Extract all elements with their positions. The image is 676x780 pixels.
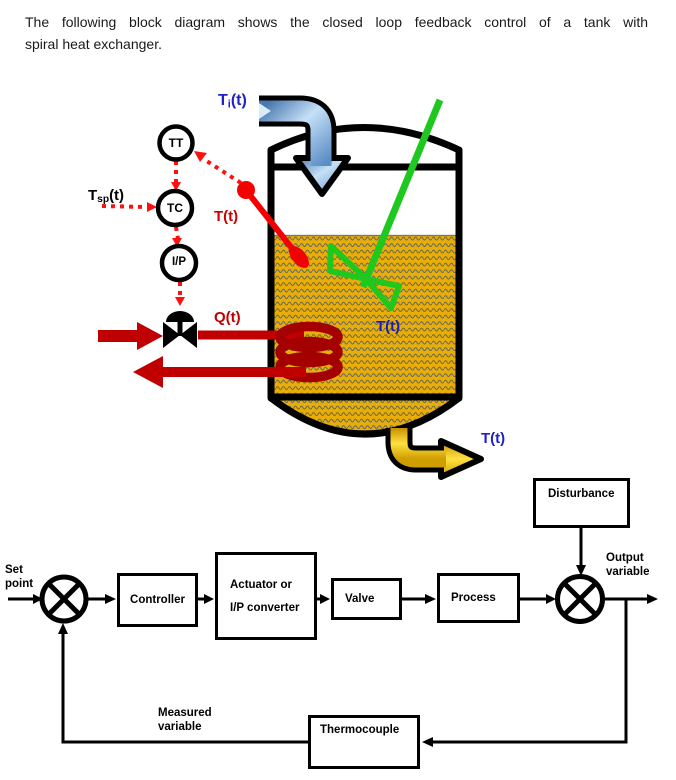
setpoint-temp-sub: sp bbox=[97, 194, 110, 206]
inlet-pipe-icon bbox=[259, 95, 351, 197]
inlet-pipe-mouth bbox=[259, 103, 271, 119]
arrowhead-to-tt bbox=[194, 151, 207, 162]
inlet-pipe-fill bbox=[259, 100, 332, 166]
probe-bulb bbox=[289, 246, 309, 268]
inlet-temp-rest: (t) bbox=[230, 92, 247, 109]
arrowhead-valve-in bbox=[320, 594, 330, 604]
set-point-label: Set point bbox=[5, 563, 33, 591]
arrowhead-disturbance bbox=[576, 565, 586, 576]
stirrer-shaft bbox=[359, 98, 444, 289]
coil-loop-1 bbox=[275, 321, 343, 353]
summing-junction-2 bbox=[555, 574, 605, 624]
probe-stem bbox=[246, 192, 301, 258]
feedback-right-line bbox=[433, 600, 628, 744]
valve-right-wedge bbox=[180, 322, 197, 348]
output-variable-line1: Output bbox=[606, 552, 644, 564]
output-variable-line2: variable bbox=[606, 566, 650, 578]
arrowhead-sum1-in bbox=[33, 594, 43, 604]
measured-variable-line2: variable bbox=[158, 721, 202, 733]
arrowhead-controller-in bbox=[105, 594, 116, 604]
valve-block-label: Valve bbox=[345, 593, 375, 605]
control-valve-icon bbox=[98, 311, 197, 350]
coil-loop-2 bbox=[275, 336, 343, 368]
actuator-block: Actuator or I/P converter bbox=[215, 552, 317, 640]
arrowhead-output bbox=[647, 594, 658, 604]
controller-block: Controller bbox=[117, 573, 198, 627]
outlet-pipe-icon bbox=[385, 428, 484, 480]
heating-coil-icon bbox=[133, 321, 343, 388]
arrowhead-sum2-in bbox=[546, 594, 556, 604]
actuator-line1: Actuator or bbox=[230, 578, 292, 591]
arrowhead-to-tc bbox=[171, 182, 181, 191]
signal-lines bbox=[101, 158, 243, 297]
arrowhead-to-valve bbox=[175, 297, 185, 306]
block-diagram-arrowheads bbox=[33, 565, 658, 747]
arrowhead-setpoint bbox=[147, 202, 157, 212]
arrowhead-thermocouple-in bbox=[422, 737, 433, 747]
arrowhead-process-in bbox=[425, 594, 436, 604]
setpoint-signal bbox=[101, 204, 147, 209]
thermocouple-block: Thermocouple bbox=[308, 715, 420, 769]
tt-bubble-label: TT bbox=[168, 136, 184, 150]
ip-bubble-label: I/P bbox=[171, 256, 187, 268]
inlet-temp-sub: i bbox=[227, 98, 231, 111]
valve-block: Valve bbox=[331, 578, 402, 620]
setpoint-temp-base: T bbox=[88, 187, 98, 204]
outlet-pipe-fill bbox=[390, 428, 446, 468]
tc-to-ip-signal bbox=[174, 226, 180, 240]
signal-arrowheads bbox=[147, 151, 207, 306]
process-block: Process bbox=[437, 573, 520, 623]
outlet-pipe-arrowhead bbox=[438, 438, 484, 480]
probe-to-tt-signal bbox=[203, 158, 243, 185]
caption-line1: The following block diagram shows the cl… bbox=[25, 14, 648, 30]
tc-bubble-label: TC bbox=[167, 201, 183, 215]
measured-variable-line1: Measured bbox=[158, 707, 212, 719]
return-arrowhead bbox=[133, 356, 163, 388]
actuator-block-label: Actuator or I/P converter bbox=[230, 579, 299, 614]
setpoint-temp-rest: (t) bbox=[109, 187, 125, 204]
output-variable-label: Output variable bbox=[606, 551, 649, 579]
flow-label: Q(t) bbox=[214, 309, 241, 326]
thermocouple-block-label: Thermocouple bbox=[320, 724, 400, 736]
valve-left-wedge bbox=[163, 322, 180, 348]
tank-icon bbox=[267, 124, 463, 438]
tt-bubble bbox=[157, 124, 195, 162]
feedback-left-line bbox=[61, 634, 308, 744]
disturbance-block: Disturbance bbox=[533, 478, 630, 528]
temperature-probe-icon bbox=[237, 181, 309, 268]
sensor-temp-label: T(t) bbox=[214, 208, 239, 225]
caption: The following block diagram shows the cl… bbox=[25, 11, 648, 55]
controller-block-label: Controller bbox=[130, 594, 185, 606]
caption-line2: spiral heat exchanger. bbox=[25, 36, 162, 52]
block-diagram-lines bbox=[8, 528, 647, 744]
disturbance-block-label: Disturbance bbox=[548, 488, 615, 500]
supply-arrowhead bbox=[137, 322, 163, 350]
ip-bubble bbox=[159, 243, 199, 283]
arrowhead-sum1-feedback bbox=[58, 623, 68, 634]
measured-variable-label: Measured variable bbox=[158, 706, 212, 734]
probe-head bbox=[237, 181, 255, 199]
process-block-label: Process bbox=[451, 592, 496, 604]
actuator-line2: I/P converter bbox=[230, 601, 300, 614]
arrowhead-actuator-in bbox=[204, 594, 214, 604]
arrowhead-to-ip bbox=[172, 238, 182, 247]
set-point-line2: point bbox=[5, 578, 34, 590]
tc-bubble bbox=[155, 188, 195, 228]
tank-temp-label: T(t) bbox=[376, 318, 401, 335]
stirrer-blade-right bbox=[363, 276, 402, 311]
inlet-temp-label: Ti(t) bbox=[218, 92, 247, 110]
summing-junction-1 bbox=[39, 574, 89, 624]
outlet-temp-label: T(t) bbox=[481, 430, 506, 447]
setpoint-temp-label: Tsp(t) bbox=[88, 187, 124, 205]
valve-actuator-cap bbox=[166, 311, 194, 322]
stirrer-blade-left bbox=[327, 243, 369, 282]
stirrer-icon bbox=[327, 98, 444, 311]
inlet-temp-base: T bbox=[218, 92, 228, 109]
set-point-line1: Set bbox=[5, 564, 23, 576]
